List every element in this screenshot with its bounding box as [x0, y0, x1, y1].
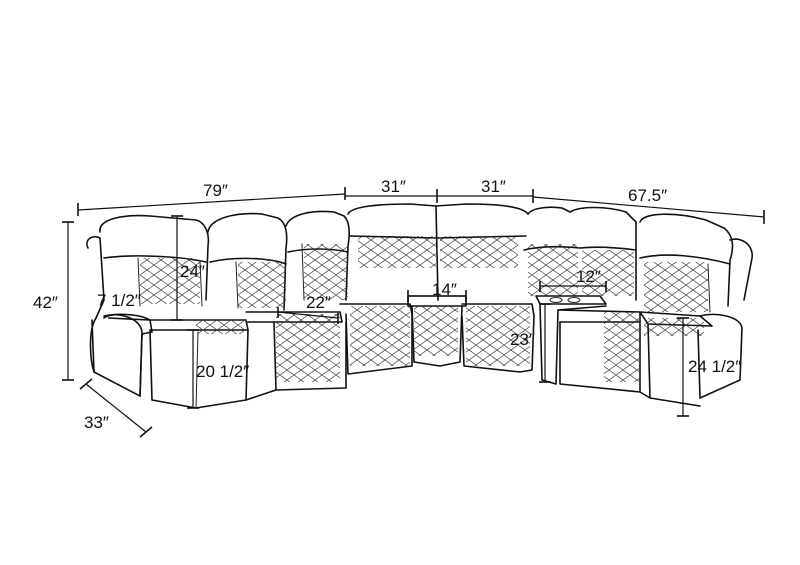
label-back-height: 24″	[180, 262, 205, 281]
height-dimension-line	[62, 221, 74, 381]
label-width-right-section: 67.5″	[628, 186, 668, 205]
label-width-corner-right: 31″	[481, 177, 506, 196]
label-depth: 33″	[84, 413, 109, 432]
right-end-recliner	[639, 213, 753, 407]
left-corner-seat	[285, 210, 413, 375]
label-console-height: 23″	[510, 330, 535, 349]
label-seat-height: 20 1/2″	[196, 362, 250, 381]
left-end-recliner	[86, 214, 249, 409]
center-console	[535, 295, 607, 385]
label-overall-height: 42″	[33, 293, 58, 312]
right-middle-seat	[557, 206, 641, 393]
corner-wedge	[347, 203, 529, 367]
right-corner-seat	[461, 206, 581, 373]
label-seat-width: 22″	[306, 293, 331, 312]
label-wedge-width: 14″	[432, 280, 457, 299]
inner-dimension-lines	[107, 215, 689, 417]
label-console-width: 12″	[576, 267, 601, 286]
label-width-corner-left: 31″	[381, 177, 406, 196]
label-right-seat-height: 24 1/2″	[688, 357, 742, 376]
top-dimension-lines	[77, 187, 765, 224]
depth-dimension-line	[79, 378, 153, 438]
label-width-left-section: 79″	[203, 181, 228, 200]
label-arm-height: 7 1/2″	[97, 291, 141, 310]
left-middle-seat	[207, 212, 347, 401]
